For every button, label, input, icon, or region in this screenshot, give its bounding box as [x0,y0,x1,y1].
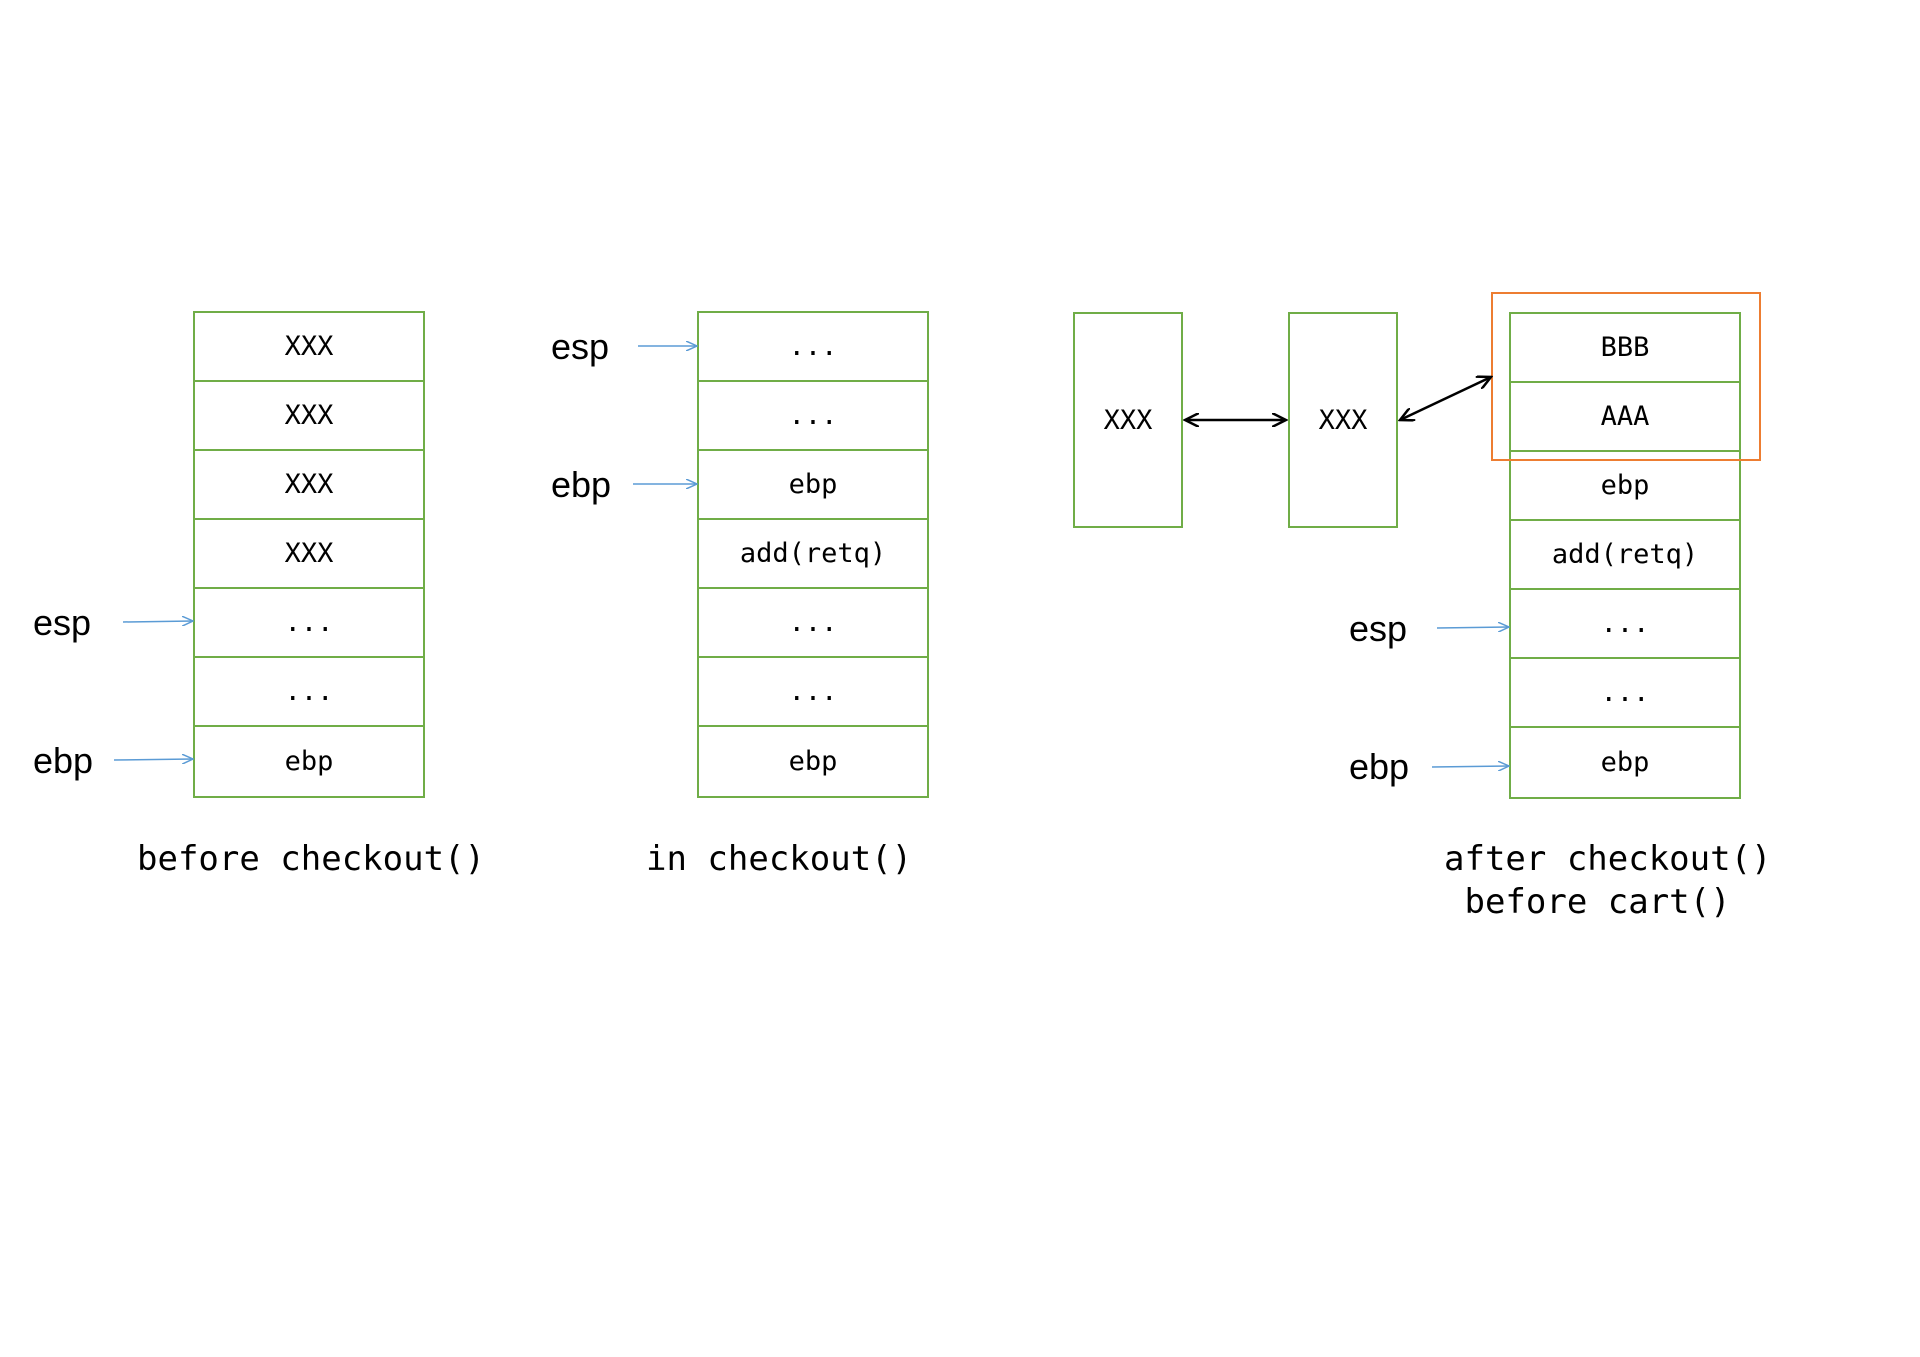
stack-cell: ... [195,658,423,727]
stack-cell: ... [1511,590,1739,659]
stack-cell: XXX [195,382,423,451]
stack-cell: ebp [284,746,334,777]
stack-cell: ... [699,658,927,727]
caption-in-checkout: in checkout() [646,839,913,879]
stack-cell: ... [699,382,927,451]
esp-label: esp [551,326,610,367]
stack-cell: XXX [195,520,423,589]
caption-after-checkout: after checkout() before cart() [1444,839,1772,922]
stack-cell: ebp [699,451,927,520]
caption-before-checkout: before checkout() [137,839,485,879]
stack-cell: add(retq) [699,520,927,589]
stack-before-checkout: XXX XXX XXX XXX ... ... ebp [193,311,425,798]
stack-cell: ebp [788,746,838,777]
esp-pointer-arrow [122,621,193,622]
stack-cell: ... [699,313,927,382]
ebp-label: ebp [33,740,94,781]
esp-label: esp [33,602,92,643]
linked-box-2: XXX [1288,312,1398,528]
stack-cell: ebp [1600,747,1650,778]
ebp-label: ebp [1349,746,1410,787]
stack-cell: ... [699,589,927,658]
stack-cell: XXX [195,313,423,382]
esp-pointer-arrow [1436,627,1509,628]
ebp-pointer-arrow [113,759,193,760]
stack-cell: XXX [195,451,423,520]
stack-cell: AAA [1511,383,1739,452]
link-arrow-box2-stack [1400,377,1491,420]
stack-after-checkout: BBB AAA ebp add(retq) ... ... ebp [1509,312,1741,799]
stack-cell: ... [1511,659,1739,728]
stack-in-checkout: ... ... ebp add(retq) ... ... ebp [697,311,929,798]
stack-cell: ebp [1511,452,1739,521]
stack-cell: ... [195,589,423,658]
linked-box-1: XXX [1073,312,1183,528]
stack-cell: BBB [1511,314,1739,383]
ebp-pointer-arrow [1431,766,1509,767]
stack-cell: add(retq) [1511,521,1739,590]
esp-label: esp [1349,608,1408,649]
ebp-label: ebp [551,464,612,505]
